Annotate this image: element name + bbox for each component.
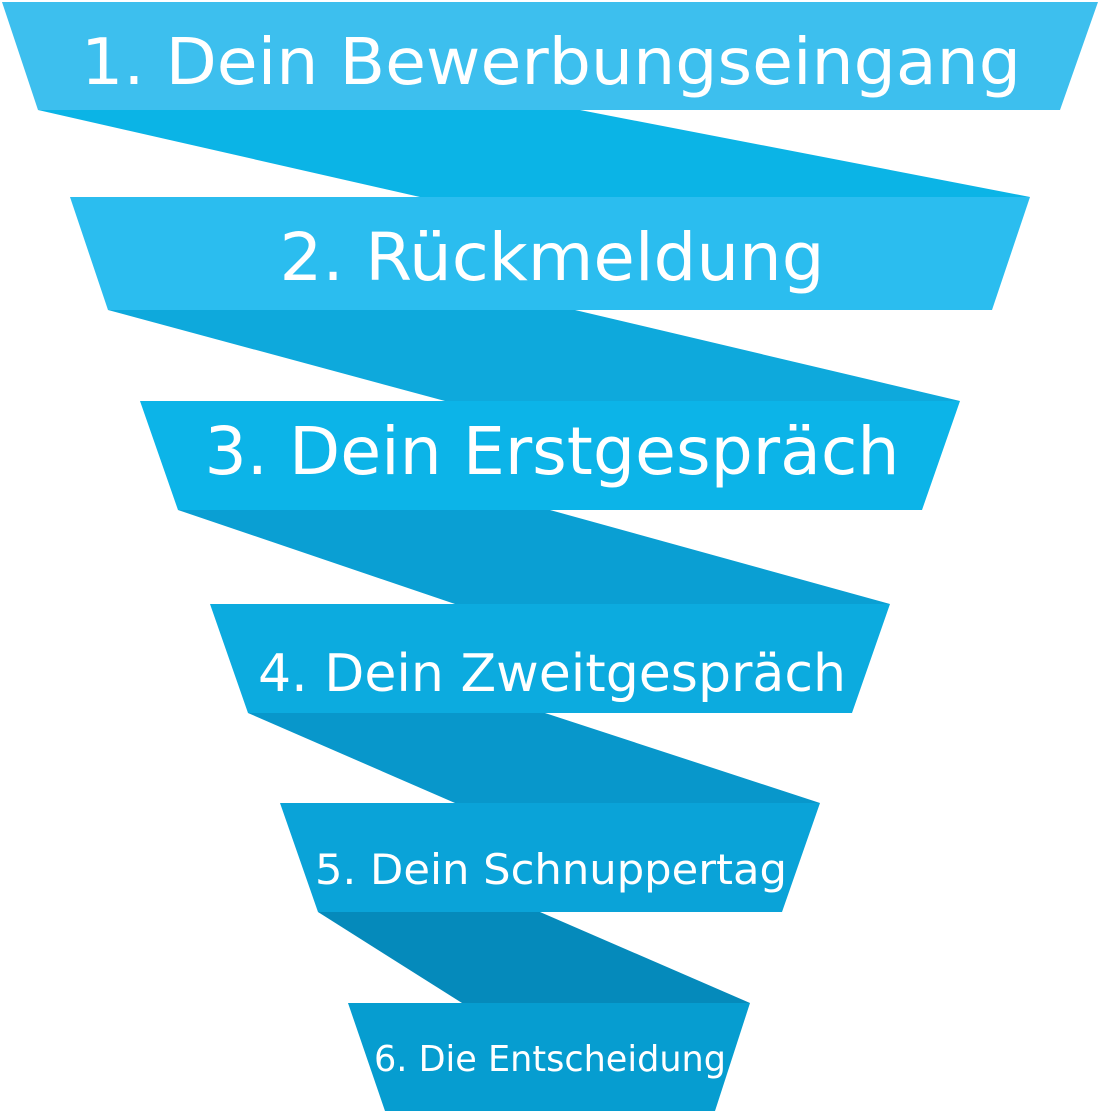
funnel-band bbox=[280, 803, 820, 912]
funnel-step-5: 5. Dein Schnuppertag bbox=[280, 803, 820, 912]
step-label: 3. Dein Erstgespräch bbox=[205, 413, 900, 490]
step-label: 6. Die Entscheidung bbox=[374, 1039, 726, 1080]
funnel-connector-2 bbox=[108, 310, 960, 401]
funnel-connector-4 bbox=[248, 713, 820, 803]
step-label: 5. Dein Schnuppertag bbox=[315, 845, 787, 894]
funnel-step-2: 2. Rückmeldung bbox=[70, 197, 1030, 310]
funnel-connector-5 bbox=[318, 912, 750, 1003]
funnel-step-6: 6. Die Entscheidung bbox=[348, 1003, 750, 1111]
funnel-band bbox=[210, 604, 890, 713]
funnel-connector-1 bbox=[38, 110, 1030, 197]
funnel-band bbox=[348, 1003, 750, 1111]
step-label: 1. Dein Bewerbungseingang bbox=[81, 26, 1021, 100]
funnel-step-1: 1. Dein Bewerbungseingang bbox=[2, 2, 1098, 110]
funnel-band bbox=[70, 197, 1030, 310]
funnel-step-4: 4. Dein Zweitgespräch bbox=[210, 604, 890, 713]
step-label: 2. Rückmeldung bbox=[280, 219, 825, 296]
funnel-step-3: 3. Dein Erstgespräch bbox=[140, 401, 960, 510]
funnel-band bbox=[2, 2, 1098, 110]
funnel-connector-3 bbox=[178, 510, 890, 604]
step-label: 4. Dein Zweitgespräch bbox=[258, 644, 846, 704]
funnel-band bbox=[140, 401, 960, 510]
